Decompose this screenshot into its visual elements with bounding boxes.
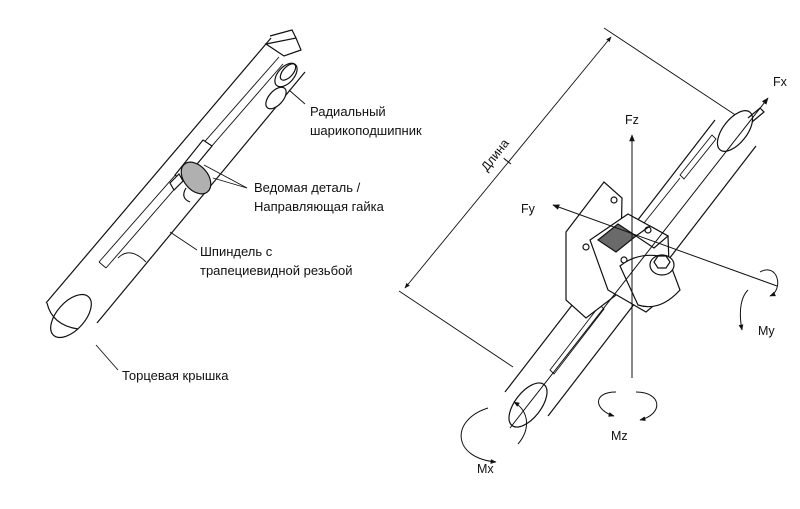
mx-arc-2 [513, 401, 527, 445]
mx-label: Mx [477, 462, 494, 476]
carriage-shape [169, 139, 213, 203]
fy-label: Fy [521, 202, 536, 216]
mz-arc [598, 391, 617, 417]
left-leader-lines [95, 89, 306, 371]
fx-axis [509, 97, 769, 429]
dimension-symbol: l [501, 156, 514, 167]
my-label: My [758, 324, 775, 338]
my-arc-2 [759, 269, 779, 297]
left-actuator-drawing [45, 29, 306, 339]
bearing-shape [264, 29, 302, 110]
left-labels: Радиальный шарикоподшипник Ведомая детал… [122, 104, 422, 383]
dimension-label-length: Длина [478, 136, 512, 173]
label-carriage-1: Ведомая деталь / [254, 180, 361, 195]
label-end-cap: Торцевая крышка [122, 368, 229, 383]
right-actuator-drawing [504, 107, 765, 428]
label-bearing-2: шарикоподшипник [310, 123, 422, 138]
fz-label: Fz [625, 113, 639, 127]
mz-label: Mz [611, 429, 628, 443]
label-spindle-2: трапециевидной резьбой [200, 263, 353, 278]
axis-labels: Fz Fx Fy Mx My Mz [477, 75, 788, 476]
my-arc [738, 289, 749, 331]
force-arrows [509, 97, 778, 429]
label-spindle-1: Шпиндель с [200, 244, 273, 259]
label-carriage-2: Направляющая гайка [254, 199, 385, 214]
mx-arc [460, 407, 497, 464]
fx-label: Fx [773, 75, 788, 89]
end-cap-shape [46, 293, 92, 339]
fy-arrow [552, 204, 778, 287]
label-bearing-1: Радиальный [310, 104, 386, 119]
moment-arcs [460, 269, 779, 464]
mz-arc-2 [635, 391, 658, 422]
right-carriage [565, 181, 681, 319]
length-dimension [398, 27, 750, 368]
